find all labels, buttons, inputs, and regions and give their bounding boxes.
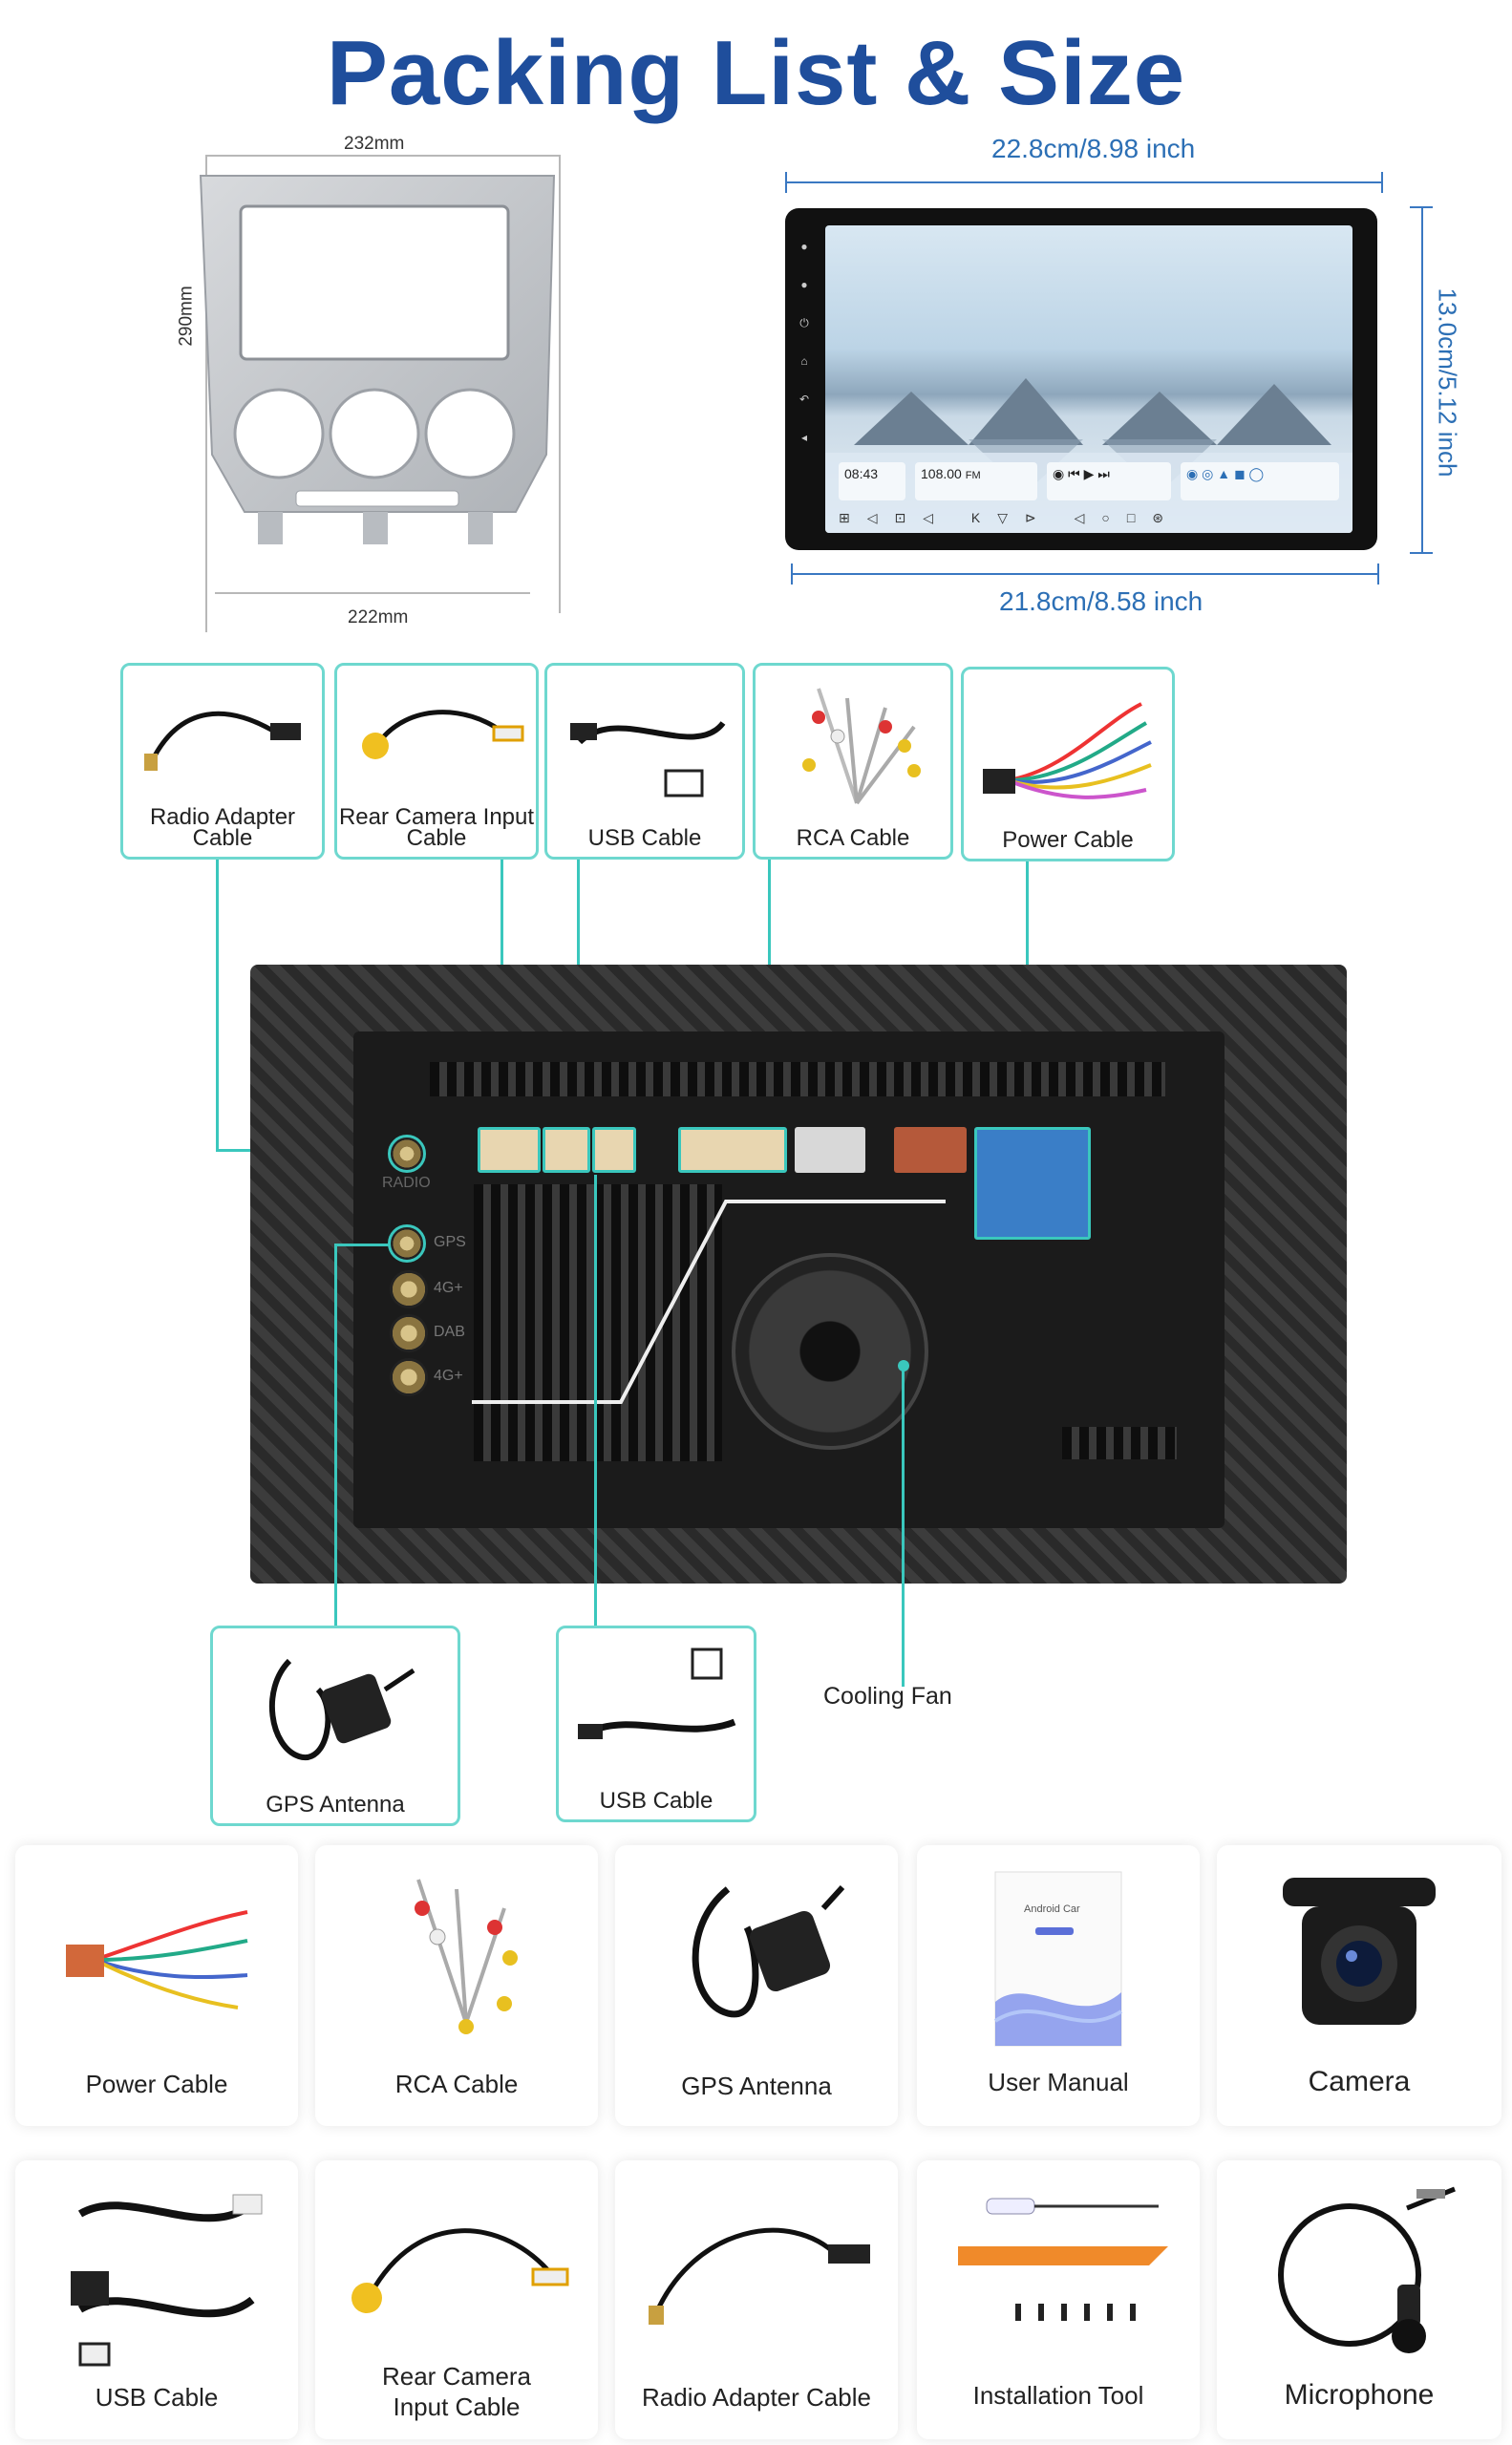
acc-usb-bottom: USB Cable xyxy=(556,1626,756,1822)
port-4g-1 xyxy=(390,1270,428,1308)
power-cable-icon xyxy=(983,702,1152,799)
port-radio xyxy=(388,1135,426,1173)
grid-card-user-manual: Android Car User Manual xyxy=(917,1845,1200,2126)
grid-label-user-manual: User Manual xyxy=(988,2068,1129,2096)
connector-power xyxy=(974,1127,1091,1240)
gps-antenna-icon xyxy=(692,1884,845,2018)
port-dab-label: DAB xyxy=(434,1324,465,1340)
microphone-icon xyxy=(1278,2186,1456,2353)
rear-camera-cable-icon xyxy=(362,710,524,759)
radio-adapter-icon xyxy=(144,711,301,771)
grid-label-usb-cable: USB Cable xyxy=(95,2383,219,2412)
grid-card-radio-adapter: Radio Adapter Cable xyxy=(615,2160,898,2439)
rca-cable-icon xyxy=(415,1879,518,2034)
grid-card-power-cable: Power Cable xyxy=(15,1845,298,2126)
acc-gps-antenna: GPS Antenna xyxy=(210,1626,460,1826)
acc-radio-adapter-label: Radio Adapter Cable xyxy=(149,804,296,851)
grid-label-rear-camera-cable: Rear Camera Input Cable xyxy=(381,2362,532,2421)
cooling-fan-label: Cooling Fan xyxy=(823,1683,952,1710)
screen-radio-freq: 108.00 xyxy=(921,466,962,481)
usb-cable-bottom-icon xyxy=(578,1648,736,1739)
acc-gps-antenna-label: GPS Antenna xyxy=(266,1792,405,1818)
grid-label-microphone: Microphone xyxy=(1284,2379,1435,2411)
screen-display: 08:43 108.00 FM ◉ ⏮ ▶ ⏭ ◉ ◎ ▲ ◼ ◯ ⊞◁⊡◁ K… xyxy=(825,225,1352,533)
dash-frame-image xyxy=(199,175,556,544)
monitor-image: ●●⏻⌂↶◂ 08:43 108.00 FM ◉ ⏮ ▶ ⏭ ◉ ◎ ▲ ◼ ◯… xyxy=(785,208,1377,550)
acc-rear-camera: Rear Camera Input Cable xyxy=(334,663,539,860)
acc-rca: RCA Cable xyxy=(753,663,953,860)
frame-width-top: 232mm xyxy=(344,134,405,154)
installation-tool-icon xyxy=(958,2198,1168,2321)
acc-usb-label: USB Cable xyxy=(587,825,702,851)
frame-width-bottom: 222mm xyxy=(348,607,409,627)
connector-camera xyxy=(478,1127,541,1173)
side-buttons: ●●⏻⌂↶◂ xyxy=(799,240,810,444)
connector-rca xyxy=(678,1127,787,1173)
radio-adapter-icon xyxy=(649,2227,870,2325)
screen-height-label: 13.0cm/5.12 inch xyxy=(1433,287,1462,478)
port-4g-2 xyxy=(390,1358,428,1396)
grid-card-gps-antenna: GPS Antenna xyxy=(615,1845,898,2126)
camera-icon xyxy=(1283,1878,1436,2025)
grid-card-microphone: Microphone xyxy=(1217,2160,1501,2439)
port-radio-label: RADIO xyxy=(382,1175,431,1191)
grid-label-radio-adapter: Radio Adapter Cable xyxy=(642,2383,871,2412)
acc-radio-adapter: Radio Adapter Cable xyxy=(120,663,325,860)
grid-label-installation-tool: Installation Tool xyxy=(972,2381,1144,2410)
connector-usb-a xyxy=(543,1127,590,1173)
cooling-fan xyxy=(732,1253,928,1450)
grid-label-gps-antenna: GPS Antenna xyxy=(681,2072,832,2100)
grid-card-rca-cable: RCA Cable xyxy=(315,1845,598,2126)
frame-dimensions: 232mm 290mm 222mm xyxy=(162,134,583,632)
acc-power-label: Power Cable xyxy=(1002,827,1134,853)
svg-text:Android Car: Android Car xyxy=(1024,1903,1080,1915)
grid-label-camera: Camera xyxy=(1308,2066,1411,2097)
bottom-vent xyxy=(1062,1427,1177,1459)
grid-card-installation-tool: Installation Tool xyxy=(917,2160,1200,2439)
screen-taskbar: 08:43 108.00 FM ◉ ⏮ ▶ ⏭ ◉ ◎ ▲ ◼ ◯ ⊞◁⊡◁ K… xyxy=(825,453,1352,533)
user-manual-icon: Android Car xyxy=(993,1871,1123,2047)
power-cable-icon xyxy=(66,1910,248,2009)
rca-cable-icon xyxy=(802,688,921,805)
connector-extra xyxy=(795,1127,865,1173)
acc-usb-bottom-label: USB Cable xyxy=(599,1788,713,1814)
screen-time: 08:43 xyxy=(844,466,879,481)
usb-cable-icon xyxy=(570,721,726,797)
grid-label-power-cable: Power Cable xyxy=(85,2070,228,2098)
port-4g-1-label: 4G+ xyxy=(434,1280,463,1296)
acc-rca-label: RCA Cable xyxy=(796,825,910,851)
usb-cable-icon xyxy=(71,2194,263,2367)
connector-red xyxy=(894,1127,967,1173)
port-4g-2-label: 4G+ xyxy=(434,1368,463,1384)
grid-card-rear-camera-cable: Rear Camera Input Cable xyxy=(315,2160,598,2439)
screen-radio-band: FM xyxy=(965,470,981,481)
top-vent xyxy=(430,1062,1165,1096)
acc-rear-camera-label: Rear Camera Input Cable xyxy=(338,804,535,851)
port-gps xyxy=(388,1224,426,1263)
rear-camera-cable-icon xyxy=(351,2228,569,2313)
port-gps-label: GPS xyxy=(434,1234,466,1250)
side-vent xyxy=(474,1184,722,1461)
acc-usb: USB Cable xyxy=(544,663,745,860)
acc-power: Power Cable xyxy=(961,667,1175,861)
routing-line xyxy=(472,1200,946,1404)
connector-usb-b xyxy=(592,1127,636,1173)
screen-bottom-width-label: 21.8cm/8.58 inch xyxy=(999,586,1203,616)
grid-label-rca-cable: RCA Cable xyxy=(394,2070,519,2098)
grid-card-camera: Camera xyxy=(1217,1845,1501,2126)
gps-antenna-icon xyxy=(268,1658,415,1761)
page-title: Packing List & Size xyxy=(326,22,1186,124)
port-dab xyxy=(390,1314,428,1352)
screen-width-label: 22.8cm/8.98 inch xyxy=(991,134,1196,163)
grid-card-usb-cable: USB Cable xyxy=(15,2160,298,2439)
